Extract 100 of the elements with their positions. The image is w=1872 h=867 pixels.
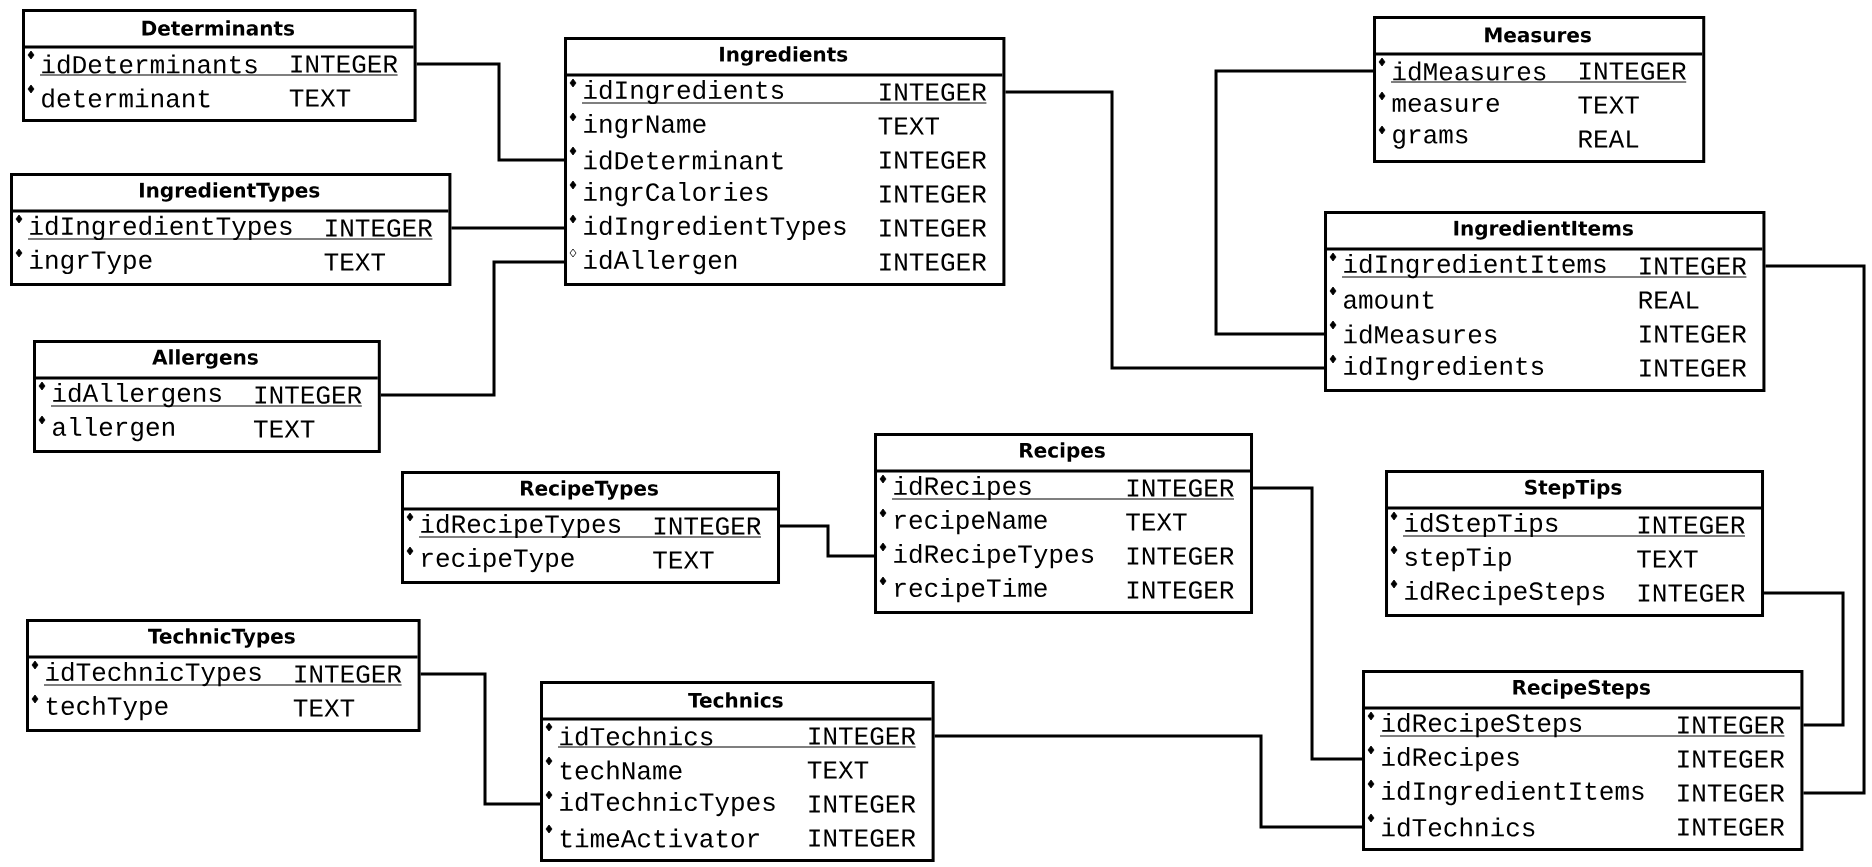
column-name: recipeName [895, 509, 1047, 535]
table-box [1362, 670, 1804, 851]
column-type: INTEGER [1678, 716, 1785, 734]
column-name: idTechnics [1382, 817, 1535, 837]
column-name: recipeType [422, 547, 574, 573]
relationship-line [1005, 90, 1324, 370]
table-box [1373, 16, 1706, 163]
column-type: INTEGER [809, 727, 916, 745]
column-name: stepTip [1405, 546, 1511, 572]
relationship-line [780, 524, 874, 558]
column-name: idRecipes [894, 475, 1031, 501]
column-type: INTEGER [809, 829, 916, 847]
column-type: TEXT [807, 761, 869, 779]
table-title: RecipeSteps [1513, 679, 1650, 699]
column-name: idIngredients [1344, 355, 1544, 381]
table-box [401, 471, 780, 584]
column-type: INTEGER [880, 151, 987, 169]
relationship-line [1765, 264, 1866, 795]
column-type: INTEGER [880, 185, 987, 203]
table-title: Measures [1485, 27, 1591, 43]
table-box [874, 433, 1253, 614]
column-name: idRecipeTypes [894, 543, 1094, 569]
column-type: INTEGER [295, 665, 402, 683]
column-type: INTEGER [1127, 547, 1234, 565]
column-type: TEXT [1637, 550, 1698, 568]
column-name: recipeTime [895, 577, 1047, 603]
relationship-line [420, 672, 540, 806]
table-title: RecipeTypes [521, 480, 658, 500]
column-name: idTechnics [560, 726, 713, 746]
column-type: REAL [1579, 130, 1639, 148]
table-title: TechnicTypes [148, 628, 295, 648]
relationship-line [1764, 591, 1845, 727]
column-type: INTEGER [1127, 581, 1234, 599]
table-title: Technics [688, 692, 783, 708]
table-title: IngredientTypes [140, 182, 320, 202]
column-name: idAllergens [53, 382, 221, 408]
column-type: INTEGER [880, 83, 987, 101]
relationship-line [380, 260, 564, 397]
column-name: ingrCalories [584, 181, 768, 207]
column-type: INTEGER [326, 219, 433, 237]
column-type: INTEGER [809, 795, 916, 813]
column-name: measure [1392, 97, 1499, 113]
column-type: INTEGER [1127, 479, 1234, 497]
table-box [540, 681, 935, 862]
column-type: TEXT [1578, 96, 1639, 114]
relationship-line [1214, 69, 1373, 336]
column-name: determinant [42, 88, 210, 108]
column-name: idRecipeSteps [1405, 580, 1605, 606]
column-type: INTEGER [880, 253, 987, 271]
table-title: Recipes [1020, 442, 1105, 462]
column-type: INTEGER [1640, 359, 1747, 377]
table-box [564, 37, 1006, 286]
column-type: INTEGER [654, 517, 761, 535]
relationship-line [451, 226, 564, 230]
table-title: Determinants [142, 20, 294, 36]
column-type: TEXT [289, 89, 351, 107]
relationship-line [1253, 486, 1362, 761]
relationship-line [416, 62, 564, 162]
column-name: ingrType [30, 249, 152, 275]
column-name: idRecipeTypes [421, 513, 621, 539]
column-type: TEXT [254, 420, 315, 438]
column-name: allergen [53, 416, 174, 442]
column-type: TEXT [878, 117, 940, 135]
column-name: idIngredients [584, 79, 784, 105]
table-title: StepTips [1525, 479, 1622, 499]
column-name: techName [560, 760, 682, 780]
column-name: idAllergen [584, 249, 737, 275]
table-box [33, 340, 381, 453]
column-name: idMeasures [1393, 61, 1546, 81]
column-type: TEXT [653, 551, 714, 569]
column-type: TEXT [293, 699, 355, 717]
column-type: INTEGER [1638, 516, 1745, 534]
column-type: INTEGER [880, 219, 987, 237]
column-name: idStepTips [1405, 512, 1558, 538]
column-name: idRecipeSteps [1382, 712, 1582, 738]
column-name: idIngredientTypes [584, 215, 846, 241]
table-box [1324, 211, 1766, 392]
column-name: idTechnicTypes [46, 661, 261, 687]
column-name: idTechnicTypes [560, 791, 775, 817]
column-type: INTEGER [1638, 584, 1745, 602]
column-name: amount [1344, 291, 1434, 309]
column-name: idIngredientItems [1382, 780, 1644, 806]
column-type: TEXT [1126, 513, 1187, 531]
relationship-line [934, 734, 1362, 829]
column-type: INTEGER [1640, 325, 1747, 343]
column-type: INTEGER [291, 55, 398, 73]
column-type: INTEGER [1678, 784, 1785, 802]
table-title: IngredientItems [1454, 220, 1633, 240]
table-box [1385, 470, 1765, 617]
column-type: INTEGER [1678, 750, 1785, 768]
column-name: timeActivator [560, 828, 759, 848]
column-type: INTEGER [255, 386, 362, 404]
table-box [10, 173, 452, 286]
column-name: idRecipes [1382, 746, 1519, 772]
column-name: idMeasures [1344, 324, 1497, 344]
column-type: INTEGER [1678, 818, 1785, 836]
table-title: Ingredients [720, 46, 848, 66]
column-name: idIngredientTypes [30, 215, 292, 241]
column-type: REAL [1639, 291, 1699, 309]
column-type: INTEGER [1640, 257, 1747, 275]
